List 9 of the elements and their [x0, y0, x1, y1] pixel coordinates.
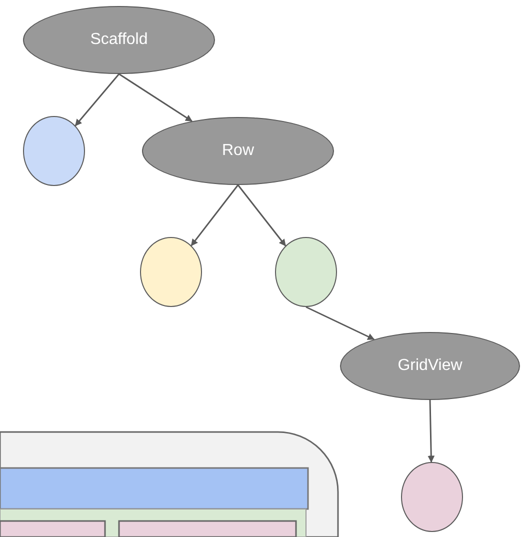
arrow: [118, 73, 192, 122]
node-label: GridView: [398, 357, 462, 375]
arrow: [237, 184, 286, 246]
node-label: Scaffold: [90, 31, 148, 49]
arrow: [306, 306, 375, 340]
arrow: [190, 184, 239, 246]
arrow: [428, 400, 435, 463]
arrow: [74, 74, 120, 126]
node-label: Row: [222, 142, 254, 160]
